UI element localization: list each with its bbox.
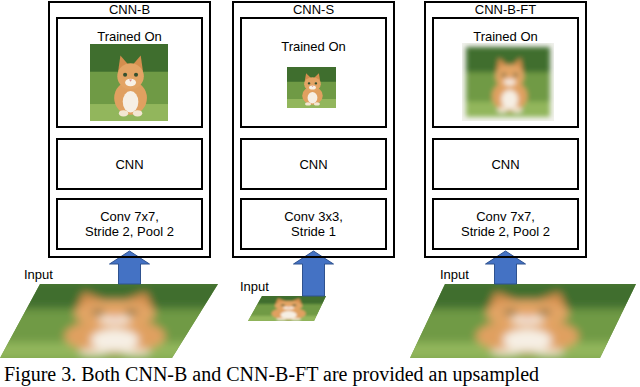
- training-image-box: Trained On: [240, 17, 387, 128]
- conv-layer-box: Conv 7x7, Stride 2, Pool 2: [432, 198, 579, 250]
- figure-caption: Figure 3. Both CNN-B and CNN-B-FT are pr…: [4, 363, 539, 385]
- model-panel: CNN-S Trained On CNN Conv 3x3, Stride 1: [232, 1, 395, 258]
- conv-layer-box: Conv 3x3, Stride 1: [240, 198, 387, 250]
- input-image: Input: [410, 284, 636, 358]
- model-panel: CNN-B-FT Trained On CNN Conv 7x7, Stride 2,…: [424, 1, 587, 258]
- layer-label: Conv 7x7, Stride 2, Pool 2: [459, 209, 552, 239]
- cnn-block: CNN: [56, 138, 203, 190]
- input-label: Input: [240, 279, 269, 294]
- input-label: Input: [440, 267, 469, 282]
- cnn-block: CNN: [240, 138, 387, 190]
- panel-title: CNN-B: [50, 2, 209, 17]
- input-label: Input: [24, 267, 53, 282]
- cnn-block: CNN: [432, 138, 579, 190]
- input-arrow: [486, 251, 526, 284]
- block-label: CNN: [299, 157, 327, 172]
- input-arrow: [110, 251, 150, 284]
- panel-title: CNN-S: [234, 2, 393, 17]
- conv-layer-box: Conv 7x7, Stride 2, Pool 2: [56, 198, 203, 250]
- layer-label: Conv 3x3, Stride 1: [267, 209, 360, 239]
- input-image: Input: [248, 296, 326, 321]
- block-label: CNN: [491, 157, 519, 172]
- box-heading: Trained On: [58, 29, 201, 44]
- block-label: CNN: [115, 157, 143, 172]
- box-heading: Trained On: [434, 29, 577, 44]
- box-heading: Trained On: [242, 39, 385, 54]
- input-image: Input: [0, 284, 218, 358]
- training-image-box: Trained On: [432, 17, 579, 128]
- panel-title: CNN-B-FT: [426, 2, 585, 17]
- training-image-box: Trained On: [56, 17, 203, 128]
- model-panel: CNN-B Trained On CNN Conv 7x7, Stride 2, Po…: [48, 1, 211, 258]
- layer-label: Conv 7x7, Stride 2, Pool 2: [83, 209, 176, 239]
